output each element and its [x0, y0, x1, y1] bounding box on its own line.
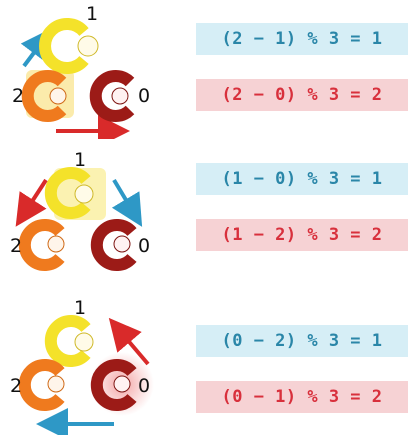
paper-hand-icon — [44, 315, 94, 367]
rock-hand-icon — [89, 70, 135, 122]
scissors-hand-icon — [18, 359, 65, 411]
diagram-rock-highlight: 1 2 0 — [4, 300, 174, 435]
rock-label: 0 — [138, 375, 150, 397]
paper-hand-icon — [39, 18, 99, 74]
arrow-paper-to-rock — [111, 178, 143, 227]
scissors-hand-icon — [18, 219, 65, 271]
paper-label: 1 — [74, 150, 86, 171]
paper-label: 1 — [86, 4, 98, 25]
equation-panel2-blue: (1 − 0) % 3 = 1 — [196, 163, 408, 195]
equation-panel1-red: (2 − 0) % 3 = 2 — [196, 79, 408, 111]
rock-hand-icon — [90, 219, 137, 271]
rock-label: 0 — [138, 85, 150, 107]
equation-panel1-blue: (2 − 1) % 3 = 1 — [196, 23, 408, 55]
scissors-hand-icon — [21, 70, 67, 122]
paper-hand-icon — [44, 167, 94, 219]
diagram-paper-highlight: 1 2 0 — [4, 150, 174, 280]
scissors-label: 2 — [12, 85, 24, 107]
equation-panel2-red: (1 − 2) % 3 = 2 — [196, 219, 408, 251]
equation-panel3-red: (0 − 1) % 3 = 2 — [196, 381, 408, 413]
paper-label: 1 — [74, 300, 86, 319]
diagram-scissors-highlight: 1 2 0 — [4, 4, 174, 139]
arrow-paper-to-scissors — [15, 178, 48, 227]
equation-panel3-blue: (0 − 2) % 3 = 1 — [196, 325, 408, 357]
arrow-rock-to-paper — [108, 317, 150, 366]
rock-hand-icon — [90, 359, 137, 411]
rock-label: 0 — [138, 235, 150, 257]
scissors-label: 2 — [10, 235, 22, 257]
scissors-label: 2 — [10, 375, 22, 397]
